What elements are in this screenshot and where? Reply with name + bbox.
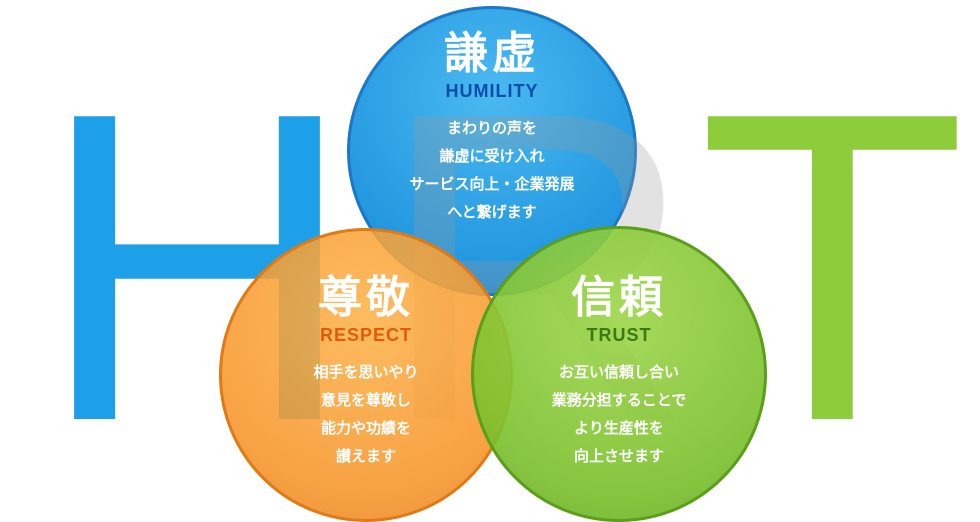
respect-line: 讃えます — [335, 447, 396, 465]
trust-description: お互い信頼し合い 業務分担することで より生産性を 向上させます — [519, 358, 719, 470]
trust-kanji: 信頼 — [571, 272, 667, 323]
humility-line: へと繋げます — [447, 203, 537, 221]
humility-description: まわりの声を 謙虚に受け入れ サービス向上・企業発展 へと繋げます — [392, 114, 592, 226]
humility-line: サービス向上・企業発展 — [409, 175, 575, 193]
respect-kanji: 尊敬 — [318, 272, 414, 323]
trust-line: お互い信頼し合い — [558, 363, 679, 381]
respect-line: 意見を尊敬し — [320, 391, 411, 409]
humility-kanji: 謙虚 — [444, 28, 540, 79]
trust-english: TRUST — [586, 325, 652, 345]
trust-line: 向上させます — [573, 447, 664, 465]
trust-line: より生産性を — [574, 419, 664, 437]
trust-line: 業務分担することで — [551, 391, 687, 409]
respect-label: 尊敬 RESPECT 相手を思いやり 意見を尊敬し 能力や功績を 讃えます — [266, 272, 466, 470]
respect-line: 能力や功績を — [320, 419, 411, 437]
respect-line: 相手を思いやり — [313, 363, 419, 381]
respect-description: 相手を思いやり 意見を尊敬し 能力や功績を 讃えます — [266, 358, 466, 470]
humility-label: 謙虚 HUMILITY まわりの声を 謙虚に受け入れ サービス向上・企業発展 へ… — [392, 28, 592, 226]
humility-english: HUMILITY — [445, 81, 539, 101]
trust-label: 信頼 TRUST お互い信頼し合い 業務分担することで より生産性を 向上させま… — [519, 272, 719, 470]
respect-circle — [219, 228, 513, 522]
respect-english: RESPECT — [319, 325, 413, 345]
humility-line: まわりの声を — [446, 119, 537, 137]
humility-line: 謙虚に受け入れ — [439, 147, 545, 165]
